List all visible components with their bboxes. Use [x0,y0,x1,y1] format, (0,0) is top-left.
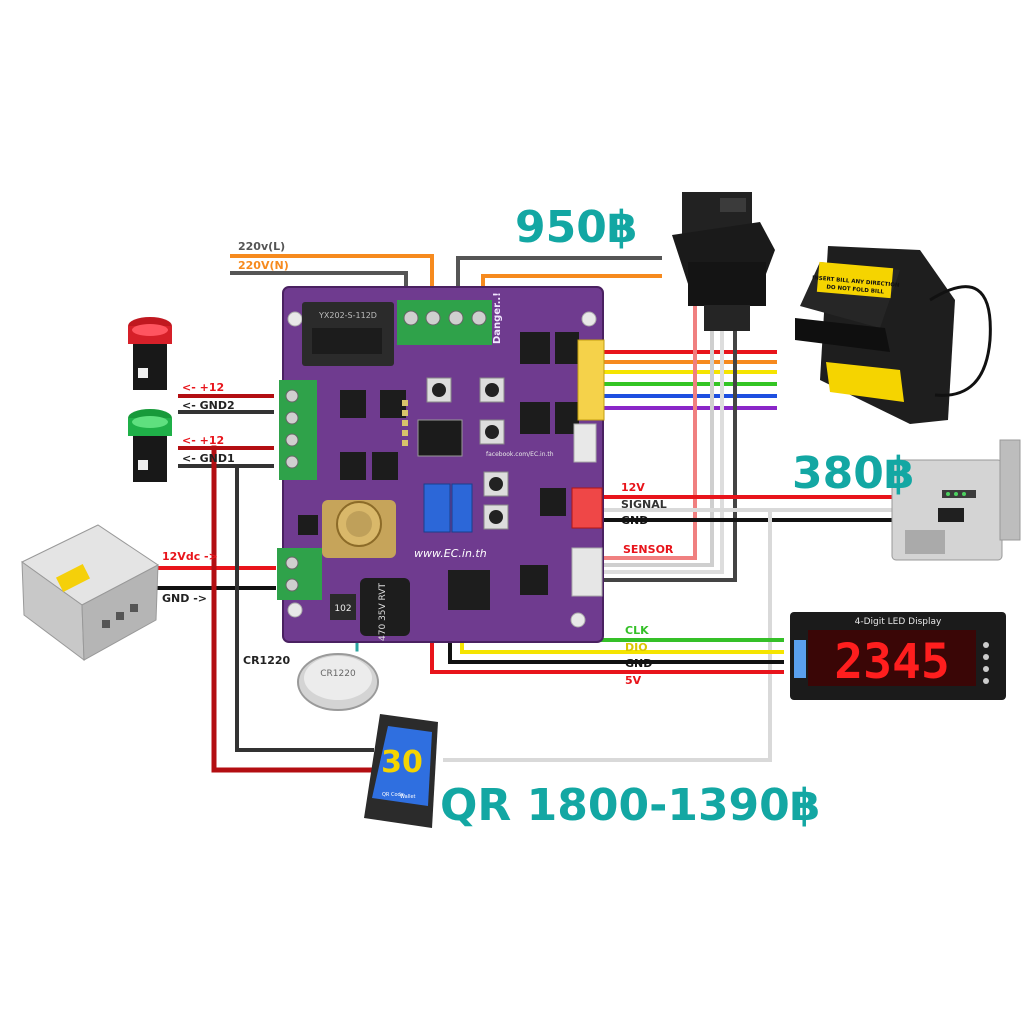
control-board: YX202-S-112D Danger..! [277,286,605,643]
red-indicator-lamp [128,317,172,390]
qr-screen-number: 30 [381,745,423,780]
power-supply [21,524,159,662]
label-psu-12v: 12Vdc -> [162,550,218,563]
label-disp-clk: CLK [625,624,649,637]
label-ac-l: 220v(L) [238,240,285,253]
connector-hopper [573,423,597,463]
voltage-regulator [448,570,490,610]
mount-hole [570,612,586,628]
label-acc-12v: 12V [621,481,645,494]
price-coin-hopper: 950฿ [515,202,637,253]
mount-hole [287,311,303,327]
label-disp-gnd: GND [625,657,652,670]
terminal-ac [397,300,492,345]
label-lamp-red-gnd: <- GND2 [182,399,235,412]
potentiometer-label: 102 [334,604,351,614]
led-display-title: 4-Digit LED Display [855,617,942,627]
wires [156,254,892,773]
bill-acceptor: INSERT BILL ANY DIRECTION DO NOT FOLD BI… [795,246,992,424]
battery-holder [322,500,396,558]
terminal-lamps [279,380,317,480]
battery-caption: CR1220 [243,654,291,667]
push-buttons [426,377,509,530]
relay-label: YX202-S-112D [318,311,377,320]
label-lamp-red-pos: <- +12 [182,381,224,394]
label-disp-dio: DIO [625,641,648,654]
label-sensor: SENSOR [623,543,674,556]
led-display-digits: 2345 [834,634,950,690]
coin-battery: CR1220 [297,653,379,711]
battery-label: CR1220 [320,669,356,679]
bill-acceptor-text-2: DO NOT FOLD BILL [826,285,885,296]
board-facebook-label: facebook.com/EC.in.th [486,451,554,458]
label-ac-n: 220V(N) [238,259,289,272]
wire-labels: 220v(L) 220V(N) <- +12 <- GND2 <- +12 <-… [162,240,674,687]
coin-acceptor [891,439,1021,561]
label-lamp-green-gnd: <- GND1 [182,452,235,465]
wire-hopper-red [598,303,697,560]
header-pins [402,400,408,446]
price-qr-display: QR 1800-1390฿ [440,780,820,831]
wire-qr-pos [211,445,375,773]
coin-hopper [672,192,775,331]
connector-acceptor [571,487,603,529]
label-acc-gnd: GND [621,514,648,527]
wire-qr-gnd [235,464,374,752]
qr-display: 30 QR Code Wallet [364,714,438,828]
label-psu-gnd: GND -> [162,592,207,605]
green-indicator-lamp [128,409,172,482]
connector-sensor [571,547,603,597]
connector-bill [577,339,605,421]
mount-hole [581,311,597,327]
danger-label: Danger..! [492,292,503,344]
label-disp-5v: 5V [625,674,642,687]
label-acc-signal: SIGNAL [621,498,667,511]
relay: YX202-S-112D [302,302,394,366]
label-lamp-green-pos: <- +12 [182,434,224,447]
qr-screen-left-caption: QR Code [382,792,404,798]
wire-hopper-white1 [598,303,714,567]
board-website-label: www.EC.in.th [414,547,487,560]
wire-hopper-white2 [598,303,724,574]
potentiometer: 102 [330,594,356,620]
mcu-chip: facebook.com/EC.in.th [417,419,554,458]
price-coin-acceptor: 380฿ [792,448,914,499]
mosfets [298,332,579,595]
wire-hopper-black [598,303,737,582]
mount-hole [287,602,303,618]
connector-display [423,483,451,533]
wire-qr-signal [443,508,772,762]
led-display-module: 4-Digit LED Display 2345 [790,612,1006,700]
capacitor-label: 470 35V RVT [378,583,388,641]
capacitor: 470 35V RVT [360,578,410,641]
wire-ac-l [230,254,434,302]
qr-screen-right-caption: Wallet [400,794,416,800]
terminal-power [277,548,322,600]
connector-display-2 [451,483,473,533]
